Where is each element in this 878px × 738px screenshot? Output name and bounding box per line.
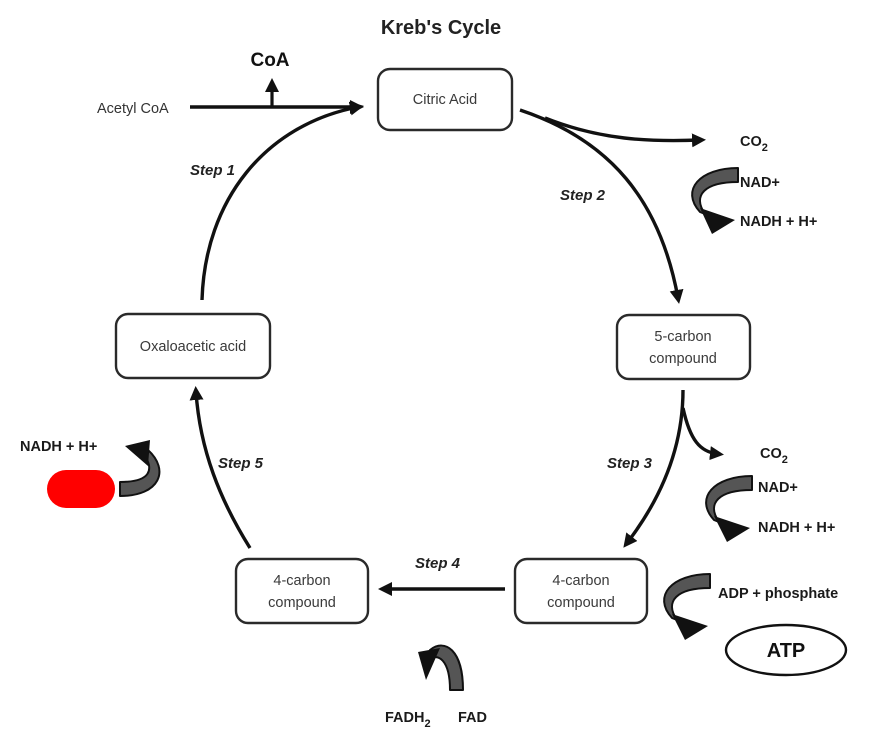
step2-co2-label: CO2 (740, 134, 768, 154)
adp-curved-arrow-icon (663, 573, 711, 640)
four-carbon-left-box: 4-carbon compound (234, 557, 370, 625)
step2-co2-arrow (544, 116, 706, 148)
oxaloacetic-acid-label: Oxaloacetic acid (140, 339, 246, 355)
oxaloacetic-acid-box: Oxaloacetic acid (114, 312, 272, 380)
four-carbon-right-label-line1: 4-carbon (552, 573, 609, 589)
redacted-nad-label (47, 470, 115, 508)
step3-curved-arrow-icon (705, 475, 753, 542)
step3-nad-label: NAD+ (758, 480, 798, 496)
step1-arrow (200, 101, 364, 301)
step2-nad-label: NAD+ (740, 175, 780, 191)
four-carbon-left-label-line1: 4-carbon (273, 573, 330, 589)
fadh2-label: FADH2 (385, 710, 431, 730)
acetyl-coa-label: Acetyl CoA (97, 101, 169, 117)
step3-label: Step 3 (607, 455, 653, 472)
step5-arrow (189, 386, 252, 549)
fad-label: FAD (458, 710, 487, 726)
step4-curved-arrow-icon (418, 644, 464, 691)
atp-ellipse (724, 623, 848, 677)
coa-label: CoA (250, 50, 289, 71)
four-carbon-right-label-line2: compound (547, 595, 615, 611)
step5-nadh-label: NADH + H+ (20, 439, 97, 455)
citric-acid-label: Citric Acid (413, 92, 477, 108)
four-carbon-left-label-line2: compound (268, 595, 336, 611)
five-carbon-label-line1: 5-carbon (654, 329, 711, 345)
atp-label: ATP (767, 640, 806, 662)
step5-curved-arrow-icon (119, 440, 161, 497)
adp-phosphate-label: ADP + phosphate (718, 586, 838, 602)
step2-arrow (519, 108, 684, 304)
step2-nadh-label: NADH + H+ (740, 214, 817, 230)
step3-co2-label: CO2 (760, 446, 788, 466)
step2-curved-arrow-icon (691, 167, 739, 234)
five-carbon-box: 5-carbon compound (615, 313, 752, 381)
step1-label: Step 1 (190, 162, 235, 179)
step3-nadh-label: NADH + H+ (758, 520, 835, 536)
five-carbon-label-line2: compound (649, 351, 717, 367)
step4-label: Step 4 (415, 555, 461, 572)
step5-label: Step 5 (218, 455, 264, 472)
diagram-title: Kreb's Cycle (381, 17, 501, 39)
step2-label: Step 2 (560, 187, 606, 204)
four-carbon-right-box: 4-carbon compound (513, 557, 649, 625)
step3-co2-arrow (681, 407, 724, 461)
citric-acid-box: Citric Acid (376, 67, 514, 132)
